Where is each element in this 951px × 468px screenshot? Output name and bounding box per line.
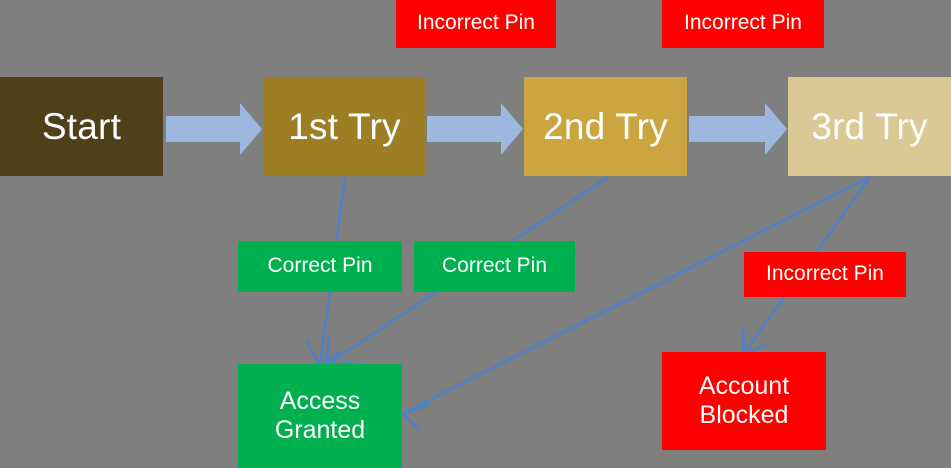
node-2nd-try[interactable]: 2nd Try (524, 77, 687, 176)
node-access-granted[interactable]: Access Granted (238, 364, 402, 468)
node-3rd-try[interactable]: 3rd Try (788, 77, 951, 176)
edge-label-incorrect-pin-try2-to-try3: Incorrect Pin (662, 0, 824, 48)
edge-label-incorrect-pin-try3-to-blocked: Incorrect Pin (744, 252, 906, 297)
thin-arrowhead-try2-to-granted (324, 337, 355, 367)
edge-label-correct-pin-try2: Correct Pin (414, 241, 575, 292)
thin-arrowhead-try3-to-blocked (741, 326, 767, 356)
edge-label-correct-pin-try1: Correct Pin (238, 241, 402, 292)
edge-label-incorrect-pin-try1-to-try2: Incorrect Pin (396, 0, 556, 48)
block-arrow-start-to-try1 (166, 103, 262, 155)
thin-arrowhead-try3-to-granted (400, 402, 431, 431)
node-start[interactable]: Start (0, 77, 163, 176)
block-arrow-try1-to-try2 (427, 103, 523, 155)
node-account-blocked[interactable]: Account Blocked (662, 352, 826, 450)
block-arrow-try2-to-try3 (689, 103, 787, 155)
node-1st-try[interactable]: 1st Try (263, 77, 426, 176)
thin-arrowhead-try1-to-granted (305, 340, 341, 368)
